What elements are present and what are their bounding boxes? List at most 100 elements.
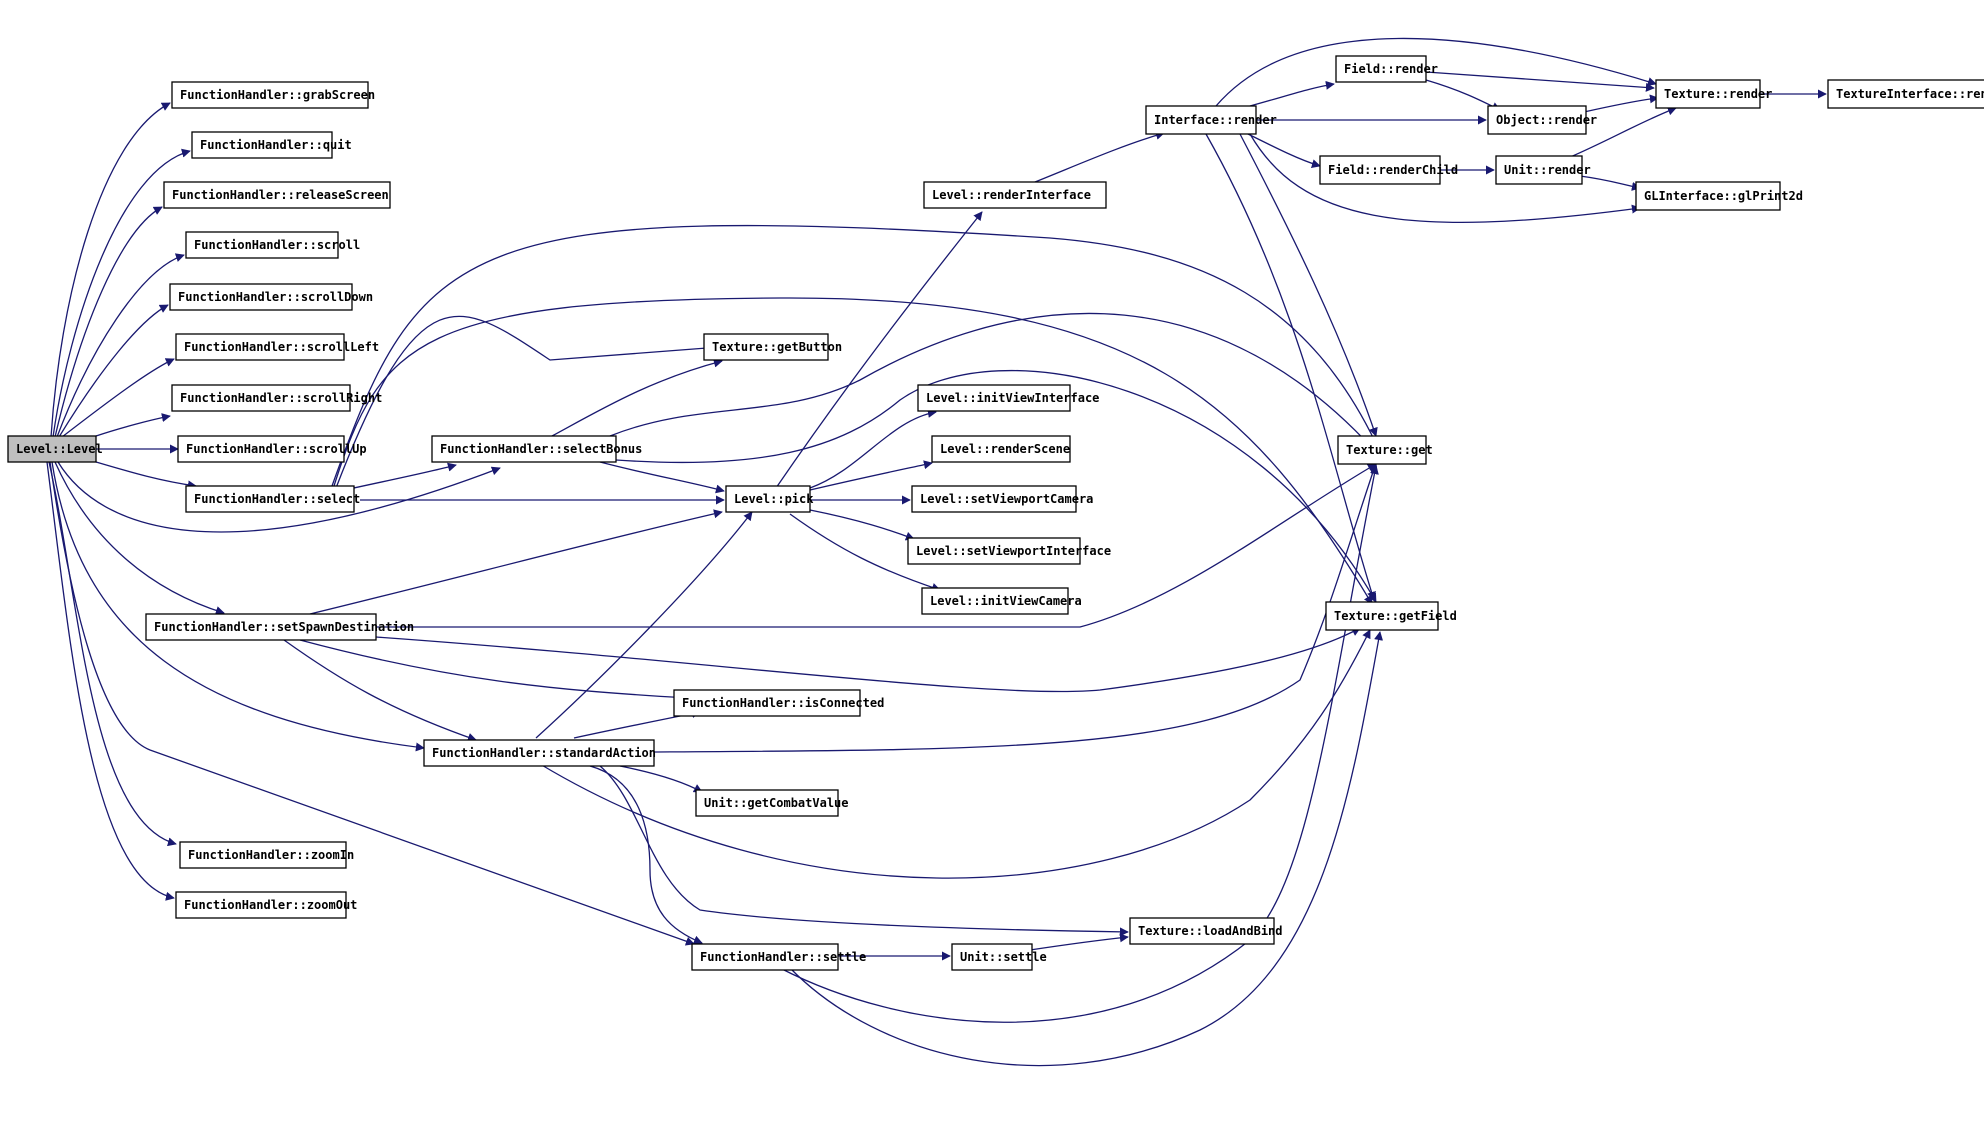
node-unit-render[interactable]: Unit::render (1495, 155, 1591, 185)
node-label: Level::setViewportInterface (916, 544, 1111, 558)
node-label: FunctionHandler::setSpawnDestination (154, 620, 414, 634)
edge (1215, 37, 1657, 107)
node-label: FunctionHandler::zoomOut (184, 898, 357, 912)
edge (775, 211, 983, 489)
edge (283, 639, 477, 742)
node-level-setviewportinterface[interactable]: Level::setViewportInterface (907, 537, 1111, 565)
edge (619, 765, 703, 793)
edge (58, 304, 169, 438)
node-label: Texture::render (1664, 87, 1772, 101)
node-releasescreen[interactable]: FunctionHandler::releaseScreen (163, 181, 391, 209)
edge (54, 206, 163, 438)
node-textureinterface-render[interactable]: TextureInterface::render (1827, 79, 1984, 109)
node-label: FunctionHandler::scrollLeft (184, 340, 379, 354)
node-label: Field::render (1344, 62, 1438, 76)
edge (52, 148, 191, 438)
edge (335, 315, 721, 489)
node-scrollup[interactable]: FunctionHandler::scrollUp (177, 435, 367, 463)
node-zoomin[interactable]: FunctionHandler::zoomIn (179, 841, 354, 869)
node-isconnected[interactable]: FunctionHandler::isConnected (673, 689, 884, 717)
edge (1249, 133, 1641, 223)
node-scrolldown[interactable]: FunctionHandler::scrollDown (169, 283, 373, 311)
edge (56, 253, 185, 438)
node-level-initviewcamera[interactable]: Level::initViewCamera (921, 587, 1082, 615)
edge (50, 102, 171, 438)
edge (299, 639, 689, 703)
node-level-renderinterface[interactable]: Level::renderInterface (923, 181, 1107, 209)
node-level-setviewportcamera[interactable]: Level::setViewportCamera (911, 485, 1093, 513)
edge (1239, 133, 1378, 437)
edge (539, 629, 1371, 879)
edge (1425, 71, 1655, 92)
node-standardaction[interactable]: FunctionHandler::standardAction (423, 739, 656, 767)
node-label: Level::initViewInterface (926, 391, 1099, 405)
node-glinterface-glprint2d[interactable]: GLInterface::glPrint2d (1635, 181, 1803, 211)
edge (54, 461, 225, 615)
node-label: Level::setViewportCamera (920, 492, 1093, 506)
edge (333, 297, 1373, 605)
edge (309, 509, 723, 615)
node-label: FunctionHandler::scrollRight (180, 391, 382, 405)
edge (1583, 94, 1659, 113)
call-nodes: Level::Level FunctionHandler::grabScreen… (7, 55, 1984, 971)
node-label: FunctionHandler::isConnected (682, 696, 884, 710)
node-label: Texture::get (1346, 443, 1433, 457)
edge (789, 513, 941, 592)
node-level-level[interactable]: Level::Level (7, 435, 103, 463)
edge (609, 312, 1375, 451)
edge (599, 765, 1129, 937)
edge (49, 461, 695, 946)
edge (61, 358, 175, 438)
node-label: FunctionHandler::scrollUp (186, 442, 367, 456)
node-scroll[interactable]: FunctionHandler::scroll (185, 231, 360, 259)
edge (57, 461, 501, 533)
node-label: FunctionHandler::scroll (194, 238, 360, 252)
node-label: FunctionHandler::standardAction (432, 746, 656, 760)
node-texture-render[interactable]: Texture::render (1655, 79, 1772, 109)
edge (48, 461, 177, 847)
edge (1239, 129, 1321, 168)
edge (1579, 175, 1641, 191)
edge (375, 627, 1361, 693)
node-object-render[interactable]: Object::render (1487, 105, 1597, 135)
node-scrollleft[interactable]: FunctionHandler::scrollLeft (175, 333, 379, 361)
node-label: Field::renderChild (1328, 163, 1458, 177)
node-texture-get[interactable]: Texture::get (1337, 435, 1433, 465)
node-zoomout[interactable]: FunctionHandler::zoomOut (175, 891, 357, 919)
node-level-renderscene[interactable]: Level::renderScene (931, 435, 1071, 463)
node-texture-loadandbind[interactable]: Texture::loadAndBind (1129, 917, 1283, 945)
edge (615, 369, 1377, 603)
edge (331, 224, 1381, 487)
node-label: FunctionHandler::settle (700, 950, 866, 964)
edge (51, 461, 425, 752)
node-label: Object::render (1496, 113, 1597, 127)
node-field-render[interactable]: Field::render (1335, 55, 1438, 83)
edge (809, 408, 937, 489)
node-interface-render[interactable]: Interface::render (1145, 105, 1277, 135)
node-select[interactable]: FunctionHandler::select (185, 485, 360, 513)
edge (809, 509, 915, 541)
node-selectbonus[interactable]: FunctionHandler::selectBonus (431, 435, 642, 463)
node-label: FunctionHandler::select (194, 492, 360, 506)
node-label: Unit::getCombatValue (704, 796, 849, 810)
node-level-initviewinterface[interactable]: Level::initViewInterface (917, 384, 1099, 412)
node-texture-getfield[interactable]: Texture::getField (1325, 601, 1457, 631)
node-label: Level::renderScene (940, 442, 1070, 456)
node-grabscreen[interactable]: FunctionHandler::grabScreen (171, 81, 375, 109)
node-label: Texture::getButton (712, 340, 842, 354)
node-texture-getbutton[interactable]: Texture::getButton (703, 333, 842, 361)
node-scrollright[interactable]: FunctionHandler::scrollRight (171, 384, 382, 412)
node-label: Level::renderInterface (932, 188, 1091, 202)
node-label: Texture::loadAndBind (1138, 924, 1283, 938)
node-settle[interactable]: FunctionHandler::settle (691, 943, 866, 971)
node-quit[interactable]: FunctionHandler::quit (191, 131, 352, 159)
node-label: Unit::render (1504, 163, 1591, 177)
node-unit-getcombatvalue[interactable]: Unit::getCombatValue (695, 789, 849, 817)
node-level-pick[interactable]: Level::pick (725, 485, 814, 513)
node-unit-settle[interactable]: Unit::settle (951, 943, 1047, 971)
edge (1205, 133, 1376, 601)
node-label: TextureInterface::render (1836, 87, 1984, 101)
node-label: GLInterface::glPrint2d (1644, 189, 1803, 203)
node-field-renderchild[interactable]: Field::renderChild (1319, 155, 1458, 185)
node-setspawndestination[interactable]: FunctionHandler::setSpawnDestination (145, 613, 414, 641)
